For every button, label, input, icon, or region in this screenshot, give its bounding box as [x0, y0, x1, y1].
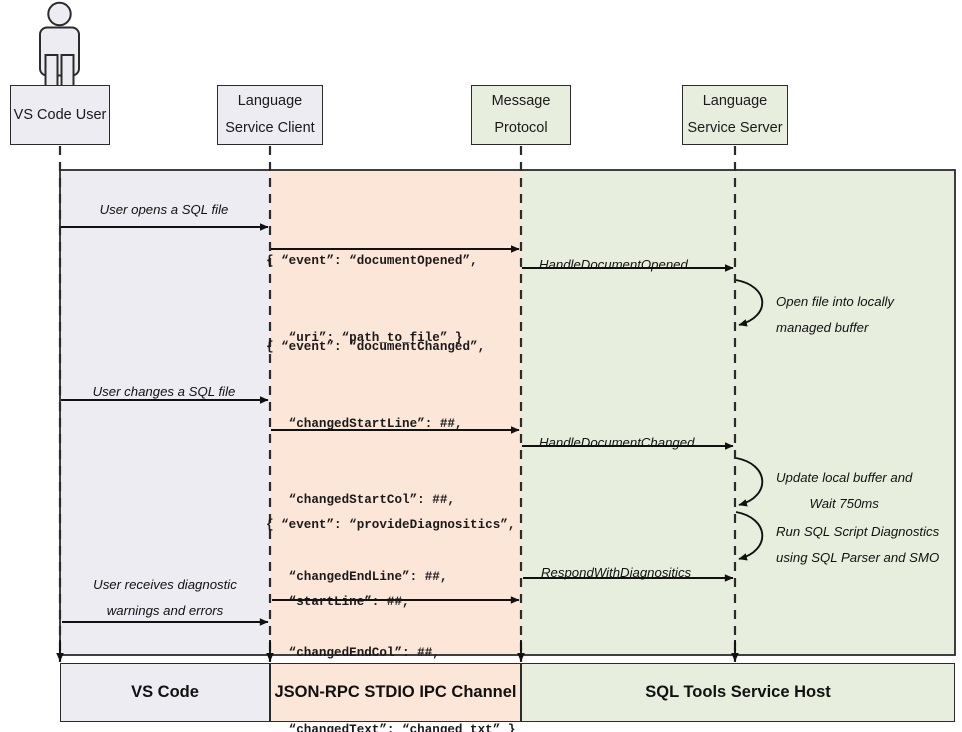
label-user-changes-file: User changes a SQL file	[92, 384, 236, 399]
note-run-diagnostics: Run SQL Script Diagnostics using SQL Par…	[776, 519, 939, 570]
participant-label-line2: Service Client	[225, 120, 315, 136]
json-line: “changedText”: “changed txt” }	[266, 722, 516, 732]
activity-bands	[59, 169, 956, 656]
json-line: “uri”: “path_to_file” }	[266, 330, 463, 345]
json-line: { “event”: “documentOpened”,	[266, 254, 478, 268]
note-line2: managed buffer	[776, 319, 869, 335]
note-open-file-buffer: Open file into locally managed buffer	[776, 289, 894, 340]
footer-cell-jsonrpc-channel: JSON-RPC STDIO IPC Channel	[270, 663, 521, 722]
self-loop-run-diagnostics	[735, 511, 764, 561]
footer-cell-vs-code: VS Code	[60, 663, 270, 722]
footer-cell-sql-tools-host: SQL Tools Service Host	[521, 663, 955, 722]
footer-label: SQL Tools Service Host	[645, 683, 831, 701]
band-ipc	[270, 170, 521, 655]
json-line: “changedEndLine”: ##,	[266, 569, 448, 584]
note-update-buffer-wait: Update local buffer and Wait 750ms	[776, 465, 912, 516]
self-loop-update-buffer-wait	[735, 457, 764, 507]
json-line: “changedStartLine”: ##,	[266, 416, 463, 431]
json-line: “changedStartCol”: ##,	[266, 493, 455, 507]
participant-label-line1: Message	[491, 93, 551, 110]
self-call-loops	[735, 279, 764, 561]
note-line2: using SQL Parser and SMO	[776, 549, 940, 565]
participant-label-line1: Language	[237, 93, 303, 110]
json-line: “changedEndCol”: ##,	[266, 646, 440, 660]
footer-label: JSON-RPC STDIO IPC Channel	[274, 683, 517, 701]
json-line: { “event”: “documentChanged”,	[266, 340, 486, 354]
participant-label-line1: VS Code User	[13, 106, 107, 123]
label-handle-document-changed: HandleDocumentChanged	[539, 435, 695, 450]
label-handle-document-opened: HandleDocumentOpened	[539, 257, 688, 272]
participant-vs-code-user[interactable]: VS Code User	[10, 85, 110, 145]
json-line: { “event”: “provideDiagnositics”,	[266, 518, 516, 532]
band-outline	[59, 169, 956, 656]
footer-label: VS Code	[131, 683, 199, 701]
label-line1: User receives diagnostic	[93, 577, 237, 592]
note-line1: Run SQL Script Diagnostics	[776, 524, 940, 539]
participant-label-line1: Language	[702, 93, 768, 110]
band-vscode	[60, 170, 270, 655]
note-line1: Open file into locally	[776, 294, 895, 309]
lifeline-terminators	[56, 640, 739, 662]
json-document-changed-payload: { “event”: “documentChanged”, “changedSt…	[266, 284, 515, 732]
json-document-opened-payload: { “event”: “documentOpened”, “uri”: “pat…	[266, 198, 478, 402]
json-line: “startLine”: ##,	[266, 594, 410, 609]
participant-language-service-client[interactable]: Language Service Client	[217, 85, 323, 145]
lifelines	[58, 146, 737, 662]
participant-label-line2: Protocol	[494, 120, 548, 136]
participant-label-line2: Service Server	[687, 120, 783, 136]
label-respond-with-diagnostics: RespondWithDiagnositics	[541, 565, 692, 580]
note-line2: Wait 750ms	[809, 495, 879, 511]
message-arrows	[61, 223, 734, 626]
self-loop-open-file-buffer	[735, 279, 764, 327]
actor-figure	[39, 1, 80, 88]
participant-language-service-server[interactable]: Language Service Server	[682, 85, 788, 145]
label-line2: warnings and errors	[106, 602, 224, 618]
participant-message-protocol[interactable]: Message Protocol	[471, 85, 571, 145]
note-line1: Update local buffer and	[776, 470, 913, 485]
label-user-opens-file: User opens a SQL file	[99, 202, 229, 217]
label-user-receives-diagnostics: User receives diagnostic warnings and er…	[93, 572, 237, 623]
band-service	[521, 170, 955, 655]
